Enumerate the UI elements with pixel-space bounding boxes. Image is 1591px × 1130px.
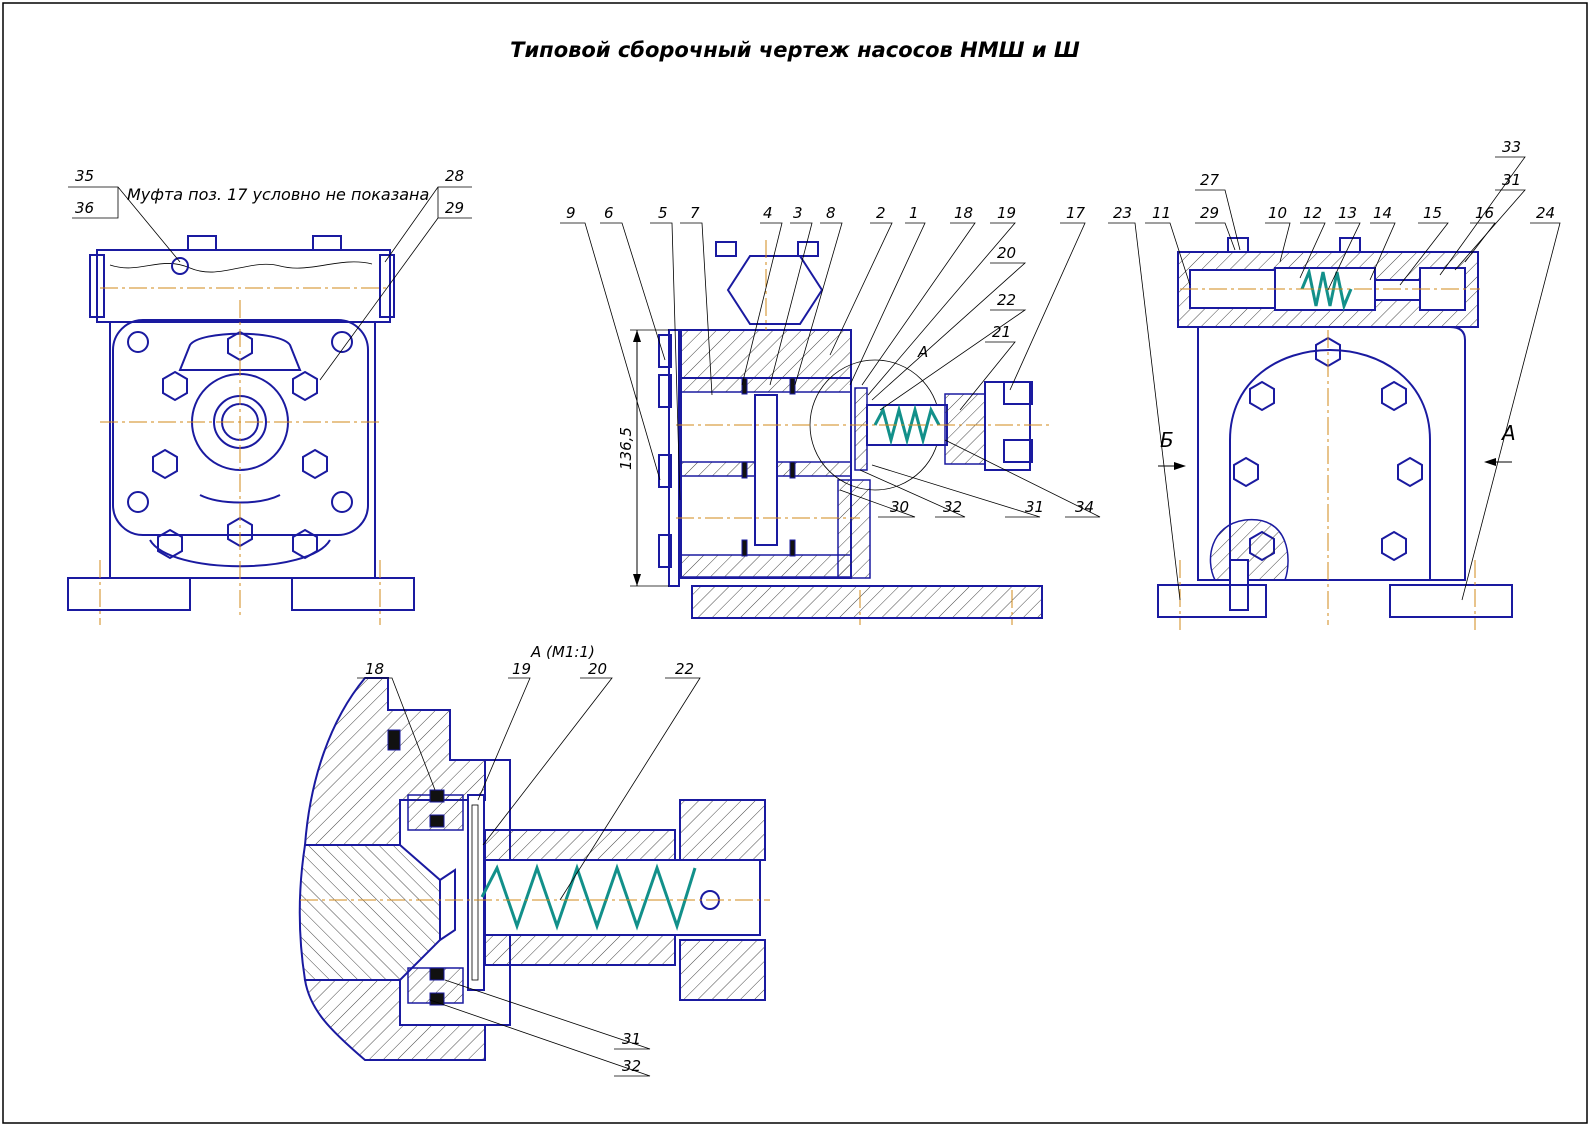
label-8: 8 [826, 204, 836, 222]
dimension-height: 136,5 [617, 427, 635, 470]
coupling-note: Муфта поз. 17 условно не показана [127, 185, 429, 204]
view-arrow-b: Б [1160, 428, 1174, 452]
label-11: 11 [1152, 204, 1171, 222]
label-15: 15 [1423, 204, 1442, 222]
label-28: 28 [445, 167, 464, 185]
label-33: 33 [1502, 138, 1521, 156]
drawing-title: Типовой сборочный чертеж насосов НМШ и Ш [510, 38, 1080, 62]
left-top-body [96, 249, 391, 323]
middle-spring [873, 404, 941, 446]
label-9: 9 [566, 204, 576, 222]
detail-title: А (М1:1) [530, 643, 595, 661]
label-5: 5 [658, 204, 668, 222]
middle-view: 136,5 А 9 6 5 7 4 3 [560, 204, 1101, 625]
circle-label-a: А [917, 343, 928, 361]
detail-label-32: 32 [622, 1057, 641, 1075]
detail-label-20: 20 [588, 660, 607, 678]
label-6: 6 [604, 204, 614, 222]
label-27: 27 [1200, 171, 1220, 189]
plug-35-circle [171, 257, 189, 275]
right-foot [291, 577, 415, 611]
label-24: 24 [1536, 204, 1555, 222]
label-29: 29 [445, 199, 464, 217]
detail-label-19: 19 [512, 660, 531, 678]
left-view: 35 36 28 29 Муфта поз. 17 условно не пок… [67, 167, 472, 625]
detail-label-18: 18 [365, 660, 384, 678]
detail-label-31: 31 [622, 1030, 641, 1048]
label-13: 13 [1338, 204, 1357, 222]
detail-label-22: 22 [675, 660, 694, 678]
label-2: 2 [876, 204, 886, 222]
label-14: 14 [1373, 204, 1392, 222]
label-32: 32 [943, 498, 962, 516]
label-35: 35 [75, 167, 94, 185]
middle-base-plate [691, 585, 1043, 619]
label-29-right: 29 [1200, 204, 1219, 222]
label-18: 18 [954, 204, 973, 222]
right-view: Б А 33 31 27 23 11 29 10 12 13 14 15 [1108, 138, 1561, 630]
label-30: 30 [890, 498, 909, 516]
label-31-right: 31 [1502, 171, 1521, 189]
detail-spring [480, 863, 697, 931]
label-7: 7 [690, 204, 700, 222]
label-16: 16 [1475, 204, 1494, 222]
label-36: 36 [75, 199, 94, 217]
label-22: 22 [997, 291, 1016, 309]
label-1: 1 [909, 204, 919, 222]
label-4: 4 [763, 204, 773, 222]
label-34: 34 [1075, 498, 1094, 516]
label-12: 12 [1303, 204, 1322, 222]
label-23: 23 [1113, 204, 1132, 222]
label-17: 17 [1066, 204, 1086, 222]
label-19: 19 [997, 204, 1016, 222]
label-31: 31 [1025, 498, 1044, 516]
label-20: 20 [997, 244, 1016, 262]
label-10: 10 [1268, 204, 1287, 222]
detail-view-a: А (М1:1) [298, 643, 770, 1077]
label-3: 3 [793, 204, 803, 222]
left-foot [67, 577, 191, 611]
label-21: 21 [992, 323, 1011, 341]
